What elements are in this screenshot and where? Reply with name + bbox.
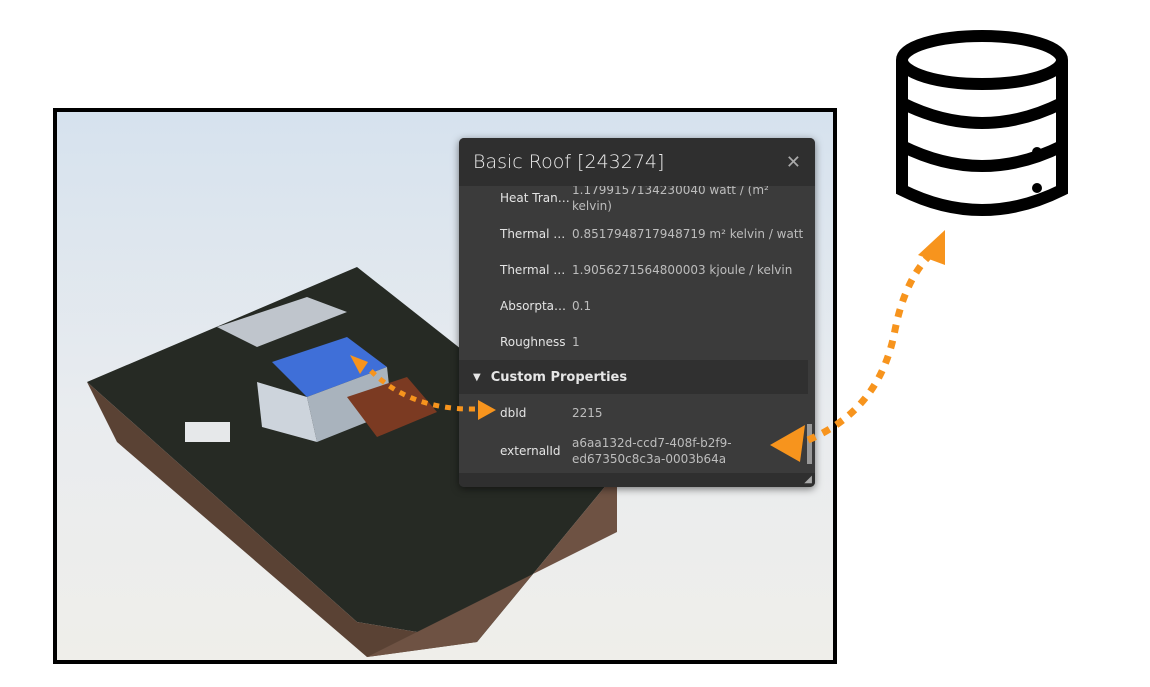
close-icon[interactable]: ✕: [785, 151, 801, 173]
property-row: Heat Transfer Co... 1.1799157134230040 w…: [459, 186, 808, 216]
database-icon: [896, 30, 1068, 216]
property-row: Absorptance 0.1: [459, 288, 808, 324]
property-row-dbid: dbId 2215: [459, 394, 808, 432]
property-value: a6aa132d-ccd7-408f-b2f9-ed67350c8c3a-000…: [572, 436, 732, 466]
property-key: Thermal Resista...: [500, 227, 572, 241]
upper-deck: [217, 297, 347, 347]
property-list[interactable]: Heat Transfer Co... 1.1799157134230040 w…: [459, 186, 808, 473]
terrain-side-right: [367, 472, 617, 657]
category-custom-properties[interactable]: ▼ Custom Properties: [459, 360, 808, 394]
panel-title: Basic Roof [243274]: [473, 151, 665, 173]
roof: [272, 337, 387, 397]
property-key: Roughness: [500, 335, 566, 349]
property-value: 2215: [572, 406, 603, 420]
category-label: Custom Properties: [490, 369, 628, 385]
property-value: 0.8517948717948719 m² kelvin / watt: [572, 227, 804, 241]
property-key: Thermal mass: [500, 263, 572, 277]
property-value: 1.1799157134230040 watt / (m² kelvin): [572, 186, 769, 213]
terrain-top: [87, 267, 617, 642]
panel-header[interactable]: Basic Roof [243274] ✕: [459, 138, 815, 186]
property-row: Thermal Resista... 0.8517948717948719 m²…: [459, 216, 808, 252]
property-value: 1: [572, 335, 580, 349]
properties-panel: Basic Roof [243274] ✕ Heat Transfer Co..…: [459, 138, 815, 487]
panel-footer: [459, 473, 815, 487]
house-wall: [257, 382, 317, 442]
property-value: 0.1: [572, 299, 592, 313]
resize-handle-icon[interactable]: ◢: [804, 474, 812, 485]
caret-down-icon: ▼: [473, 371, 481, 383]
property-row: Thermal mass 1.9056271564800003 kjoule /…: [459, 252, 808, 288]
property-key: externalId: [500, 444, 561, 458]
property-key: Heat Transfer Co...: [500, 191, 572, 205]
property-key: Absorptance: [500, 299, 572, 313]
solar-panels: [185, 422, 230, 442]
scrollbar[interactable]: [807, 424, 812, 464]
property-row-externalid: externalId a6aa132d-ccd7-408f-b2f9-ed673…: [459, 432, 808, 470]
property-row: Roughness 1: [459, 324, 808, 360]
property-value: 1.9056271564800003 kjoule / kelvin: [572, 263, 793, 277]
property-key: dbId: [500, 406, 527, 420]
